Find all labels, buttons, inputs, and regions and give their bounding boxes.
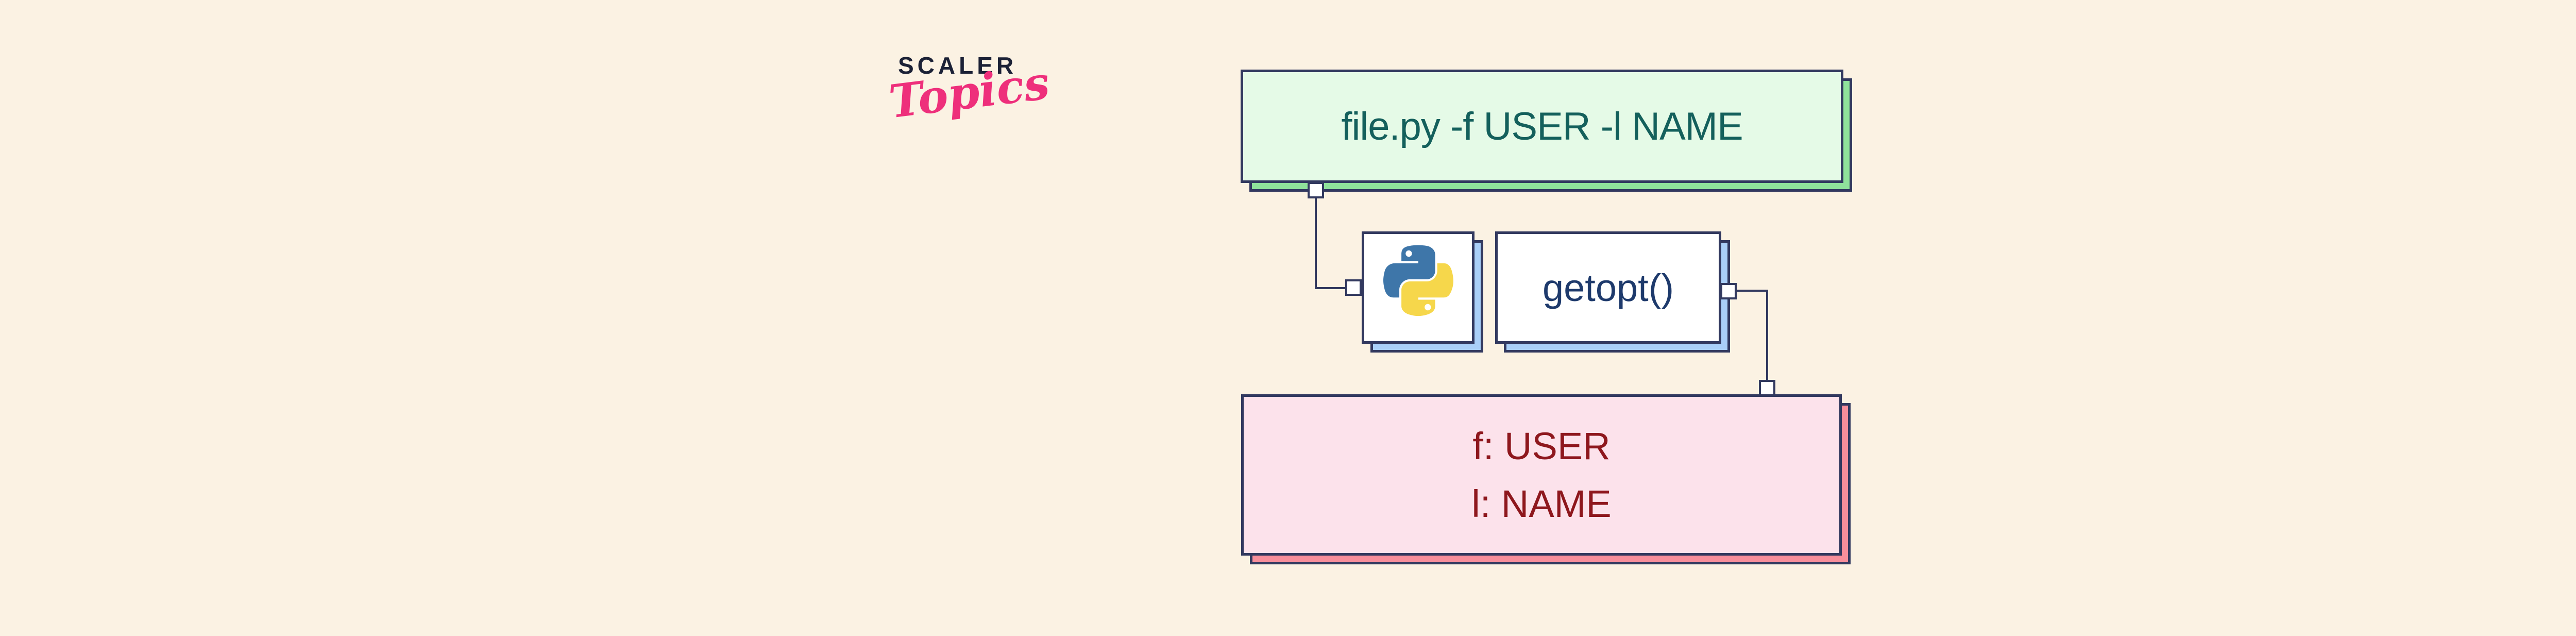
- logo-brand-text: SCALER: [898, 52, 1018, 79]
- connector-node-python-left: [1345, 279, 1362, 296]
- getopt-box-face: getopt(): [1495, 231, 1721, 344]
- python-logo-yellow-snake: [1401, 263, 1453, 316]
- connector-command-to-python-vertical: [1315, 197, 1317, 289]
- python-logo-blue-snake: [1383, 245, 1435, 298]
- connector-getopt-to-result-horizontal: [1735, 290, 1767, 292]
- command-box-face: file.py -f USER -l NAME: [1241, 70, 1843, 183]
- connector-node-getopt-right: [1720, 283, 1737, 299]
- command-text: file.py -f USER -l NAME: [1341, 104, 1743, 148]
- getopt-text: getopt(): [1542, 266, 1674, 309]
- result-box-face: f: USER l: NAME: [1241, 394, 1842, 556]
- getopt-box: getopt(): [1495, 231, 1730, 353]
- result-line-f: f: USER: [1472, 424, 1611, 467]
- command-box: file.py -f USER -l NAME: [1241, 70, 1852, 192]
- python-logo-icon: [1383, 245, 1453, 316]
- connector-node-result-top: [1759, 380, 1775, 396]
- python-box: [1362, 231, 1483, 353]
- result-box: f: USER l: NAME: [1241, 394, 1851, 564]
- connector-command-to-python-horizontal: [1315, 287, 1347, 289]
- python-box-face: [1362, 231, 1475, 344]
- connector-getopt-to-result-vertical: [1766, 290, 1768, 381]
- connector-node-command-bottom: [1308, 182, 1324, 198]
- result-line-l: l: NAME: [1471, 482, 1612, 525]
